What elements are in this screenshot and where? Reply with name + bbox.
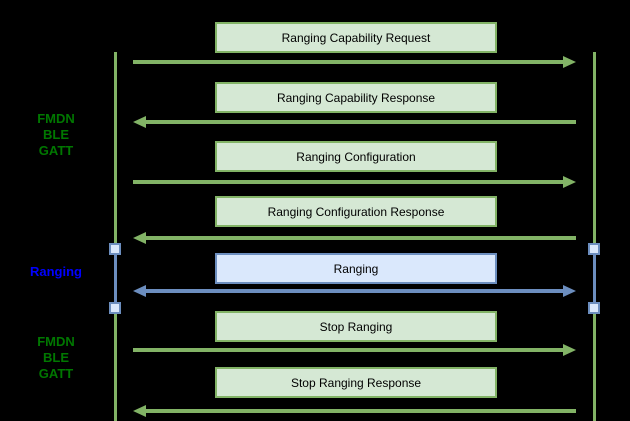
message-box: Stop Ranging (215, 311, 497, 342)
message-arrow-left (133, 116, 576, 128)
message-arrow-right (133, 176, 576, 188)
arrowhead-left-icon (133, 116, 146, 128)
activation-marker (588, 302, 600, 314)
side-label-gatt-top: FMDN BLE GATT (37, 111, 75, 158)
side-label-ranging: Ranging (30, 264, 82, 279)
arrowhead-right-icon (563, 176, 576, 188)
lifeline-right (593, 52, 596, 421)
side-label-gatt-bottom: FMDN BLE GATT (37, 334, 75, 381)
arrowhead-right-icon (563, 56, 576, 68)
arrow-shaft (146, 236, 576, 240)
activation-marker (588, 243, 600, 255)
arrow-shaft (146, 120, 576, 124)
message-box: Ranging (215, 253, 497, 284)
ranging-activation-line-left (114, 246, 117, 312)
message-box: Ranging Configuration (215, 141, 497, 172)
message-box: Ranging Capability Request (215, 22, 497, 53)
arrowhead-right-icon (563, 285, 576, 297)
arrow-shaft (133, 348, 563, 352)
arrowhead-left-icon (133, 232, 146, 244)
arrowhead-left-icon (133, 285, 146, 297)
arrow-shaft (146, 289, 563, 293)
message-box: Stop Ranging Response (215, 367, 497, 398)
activation-marker (109, 302, 121, 314)
arrow-shaft (133, 60, 563, 64)
message-box: Ranging Capability Response (215, 82, 497, 113)
lifeline-left (114, 52, 117, 421)
arrow-shaft (133, 180, 563, 184)
message-arrow-left (133, 405, 576, 417)
message-arrow-right (133, 344, 576, 356)
message-arrow-right (133, 56, 576, 68)
arrow-shaft (146, 409, 576, 413)
arrowhead-right-icon (563, 344, 576, 356)
arrowhead-left-icon (133, 405, 146, 417)
message-box: Ranging Configuration Response (215, 196, 497, 227)
message-arrow-bidirectional (133, 285, 576, 297)
message-arrow-left (133, 232, 576, 244)
ranging-activation-line-right (593, 246, 596, 312)
activation-marker (109, 243, 121, 255)
